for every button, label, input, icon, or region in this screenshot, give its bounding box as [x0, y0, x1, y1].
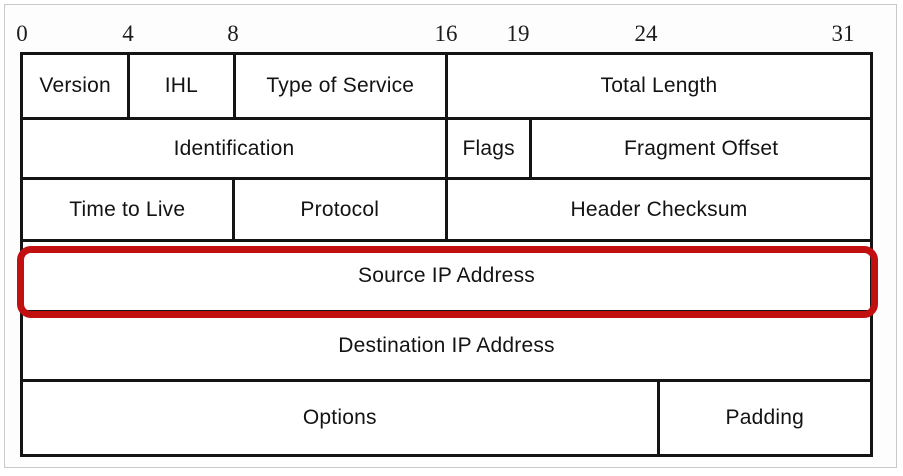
header-row-2: Identification Flags Fragment Offset	[23, 117, 870, 177]
field-time-to-live: Time to Live	[23, 180, 232, 239]
bit-label-19: 19	[506, 21, 530, 46]
bit-label-24: 24	[634, 21, 658, 46]
field-options-label: Options	[302, 406, 377, 429]
bit-label-4: 4	[122, 21, 134, 46]
field-fragment-offset: Fragment Offset	[529, 120, 870, 177]
field-ihl: IHL	[127, 55, 232, 117]
field-destination-ip-address-label: Destination IP Address	[338, 334, 555, 357]
ipv4-header-table: Version IHL Type of Service Total Length…	[20, 52, 873, 457]
field-version: Version	[23, 55, 127, 117]
field-header-checksum-label: Header Checksum	[570, 197, 748, 221]
field-total-length: Total Length	[445, 55, 870, 117]
field-destination-ip-address: Destination IP Address	[23, 313, 870, 379]
field-identification-label: Identification	[173, 136, 295, 160]
field-protocol: Protocol	[231, 180, 445, 239]
field-type-of-service-label: Type of Service	[266, 74, 415, 97]
bit-label-8: 8	[227, 21, 239, 46]
header-row-5: Destination IP Address	[23, 310, 870, 379]
field-flags: Flags	[444, 120, 529, 177]
field-version-label: Version	[39, 74, 111, 97]
field-padding: Padding	[656, 382, 870, 454]
header-row-6: Options Padding	[23, 379, 870, 454]
field-time-to-live-label: Time to Live	[69, 197, 186, 221]
header-row-4: Source IP Address	[23, 239, 870, 310]
field-flags-label: Flags	[462, 136, 515, 160]
bit-label-16: 16	[434, 21, 458, 46]
field-header-checksum: Header Checksum	[444, 180, 870, 239]
field-identification: Identification	[23, 120, 445, 177]
field-source-ip-address-label: Source IP Address	[358, 264, 535, 287]
bit-position-ruler: 0 4 8 16 19 24 31	[0, 20, 903, 50]
field-protocol-label: Protocol	[300, 197, 380, 221]
field-source-ip-address: Source IP Address	[23, 242, 870, 310]
field-type-of-service: Type of Service	[232, 55, 446, 117]
bit-label-0: 0	[16, 21, 28, 46]
bit-label-31: 31	[831, 21, 855, 46]
field-fragment-offset-label: Fragment Offset	[623, 136, 779, 160]
field-ihl-label: IHL	[164, 74, 199, 97]
header-row-3: Time to Live Protocol Header Checksum	[23, 177, 870, 239]
field-options: Options	[23, 382, 657, 454]
header-row-1: Version IHL Type of Service Total Length	[23, 55, 870, 117]
field-total-length-label: Total Length	[600, 74, 718, 97]
field-padding-label: Padding	[725, 406, 804, 429]
